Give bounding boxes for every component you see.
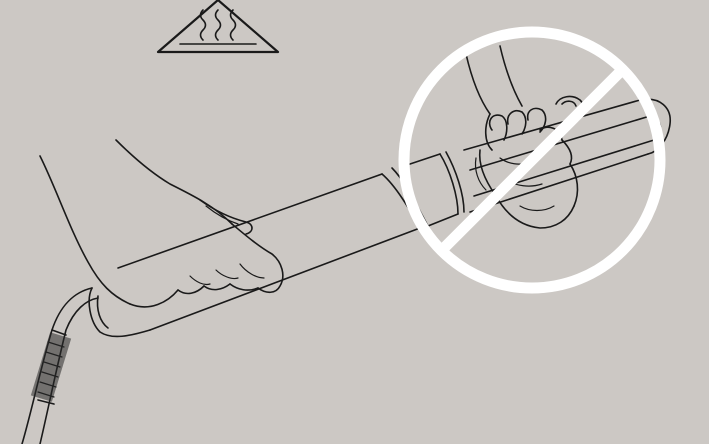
power-cord: [22, 288, 98, 444]
hand-on-handle: [40, 140, 283, 307]
prohibition-circle-icon: [404, 32, 660, 288]
hot-surface-warning-icon: [158, 0, 278, 52]
handle-cap: [89, 288, 150, 336]
curling-iron: [118, 97, 670, 330]
